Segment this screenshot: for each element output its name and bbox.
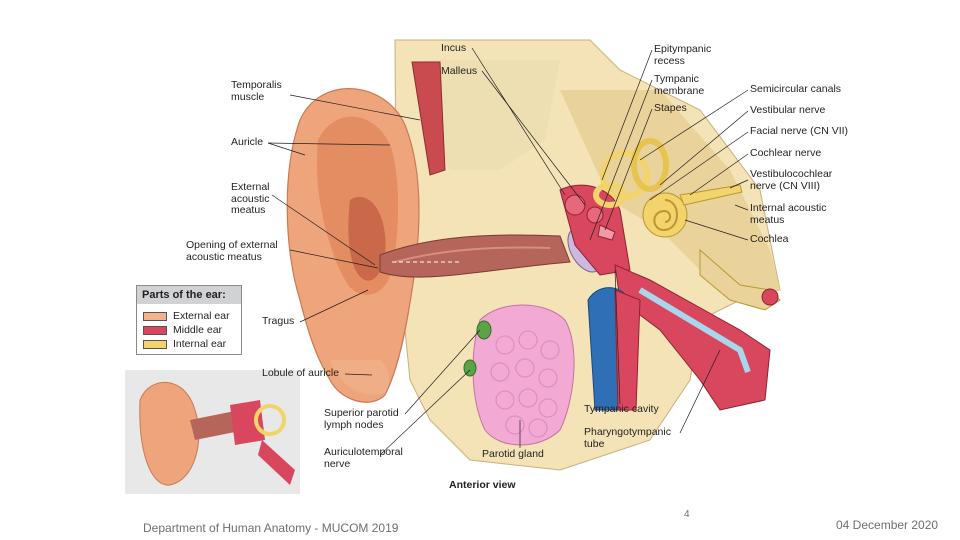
- legend-label-internal: Internal ear: [173, 338, 226, 350]
- footer-department: Department of Human Anatomy - MUCOM 2019: [143, 521, 398, 535]
- label-pharyngotympanic-tube: Pharyngotympanic tube: [584, 427, 671, 450]
- label-external-acoustic-meatus: External acoustic meatus: [231, 182, 270, 217]
- lymph-node: [477, 321, 491, 339]
- label-auricle: Auricle: [231, 137, 263, 149]
- legend-swatch-external: [143, 312, 167, 321]
- legend-box: Parts of the ear: External ear Middle ea…: [136, 285, 242, 355]
- legend-label-external: External ear: [173, 310, 230, 322]
- label-cochlear-nerve: Cochlear nerve: [750, 148, 821, 160]
- label-semicircular-canals: Semicircular canals: [750, 84, 841, 96]
- legend-item-internal-ear: Internal ear: [143, 338, 226, 350]
- label-incus: Incus: [441, 43, 466, 55]
- label-parotid-gland: Parotid gland: [482, 449, 544, 461]
- label-superior-parotid-nodes: Superior parotid lymph nodes: [324, 408, 399, 431]
- label-facial-nerve: Facial nerve (CN VII): [750, 126, 848, 138]
- label-temporalis-muscle: Temporalis muscle: [231, 80, 282, 103]
- label-vestibular-nerve: Vestibular nerve: [750, 105, 825, 117]
- label-malleus: Malleus: [441, 66, 477, 78]
- legend-item-external-ear: External ear: [143, 310, 230, 322]
- label-auriculotemporal-nerve: Auriculotemporal nerve: [324, 447, 403, 470]
- auricle: [287, 89, 419, 403]
- label-anterior-view: Anterior view: [449, 480, 516, 492]
- label-tympanic-membrane: Tympanic membrane: [654, 74, 704, 97]
- legend-item-middle-ear: Middle ear: [143, 324, 222, 336]
- label-tympanic-cavity: Tympanic cavity: [584, 404, 659, 416]
- label-stapes: Stapes: [654, 103, 687, 115]
- label-cochlea: Cochlea: [750, 234, 789, 246]
- label-vestibulocochlear-nerve: Vestibulocochlear nerve (CN VIII): [750, 169, 832, 192]
- label-epitympanic-recess: Epitympanic recess: [654, 44, 711, 67]
- page-number: 4: [684, 509, 690, 520]
- legend-swatch-internal: [143, 340, 167, 349]
- legend-swatch-middle: [143, 326, 167, 335]
- inset-ear-illustration: [125, 370, 300, 494]
- label-lobule: Lobule of auricle: [262, 368, 339, 380]
- legend-label-middle: Middle ear: [173, 324, 222, 336]
- label-tragus: Tragus: [262, 316, 294, 328]
- label-internal-acoustic-meatus: Internal acoustic meatus: [750, 203, 826, 226]
- legend-title: Parts of the ear:: [137, 286, 241, 304]
- label-opening-external-meatus: Opening of external acoustic meatus: [186, 240, 278, 263]
- footer-date: 04 December 2020: [836, 518, 938, 532]
